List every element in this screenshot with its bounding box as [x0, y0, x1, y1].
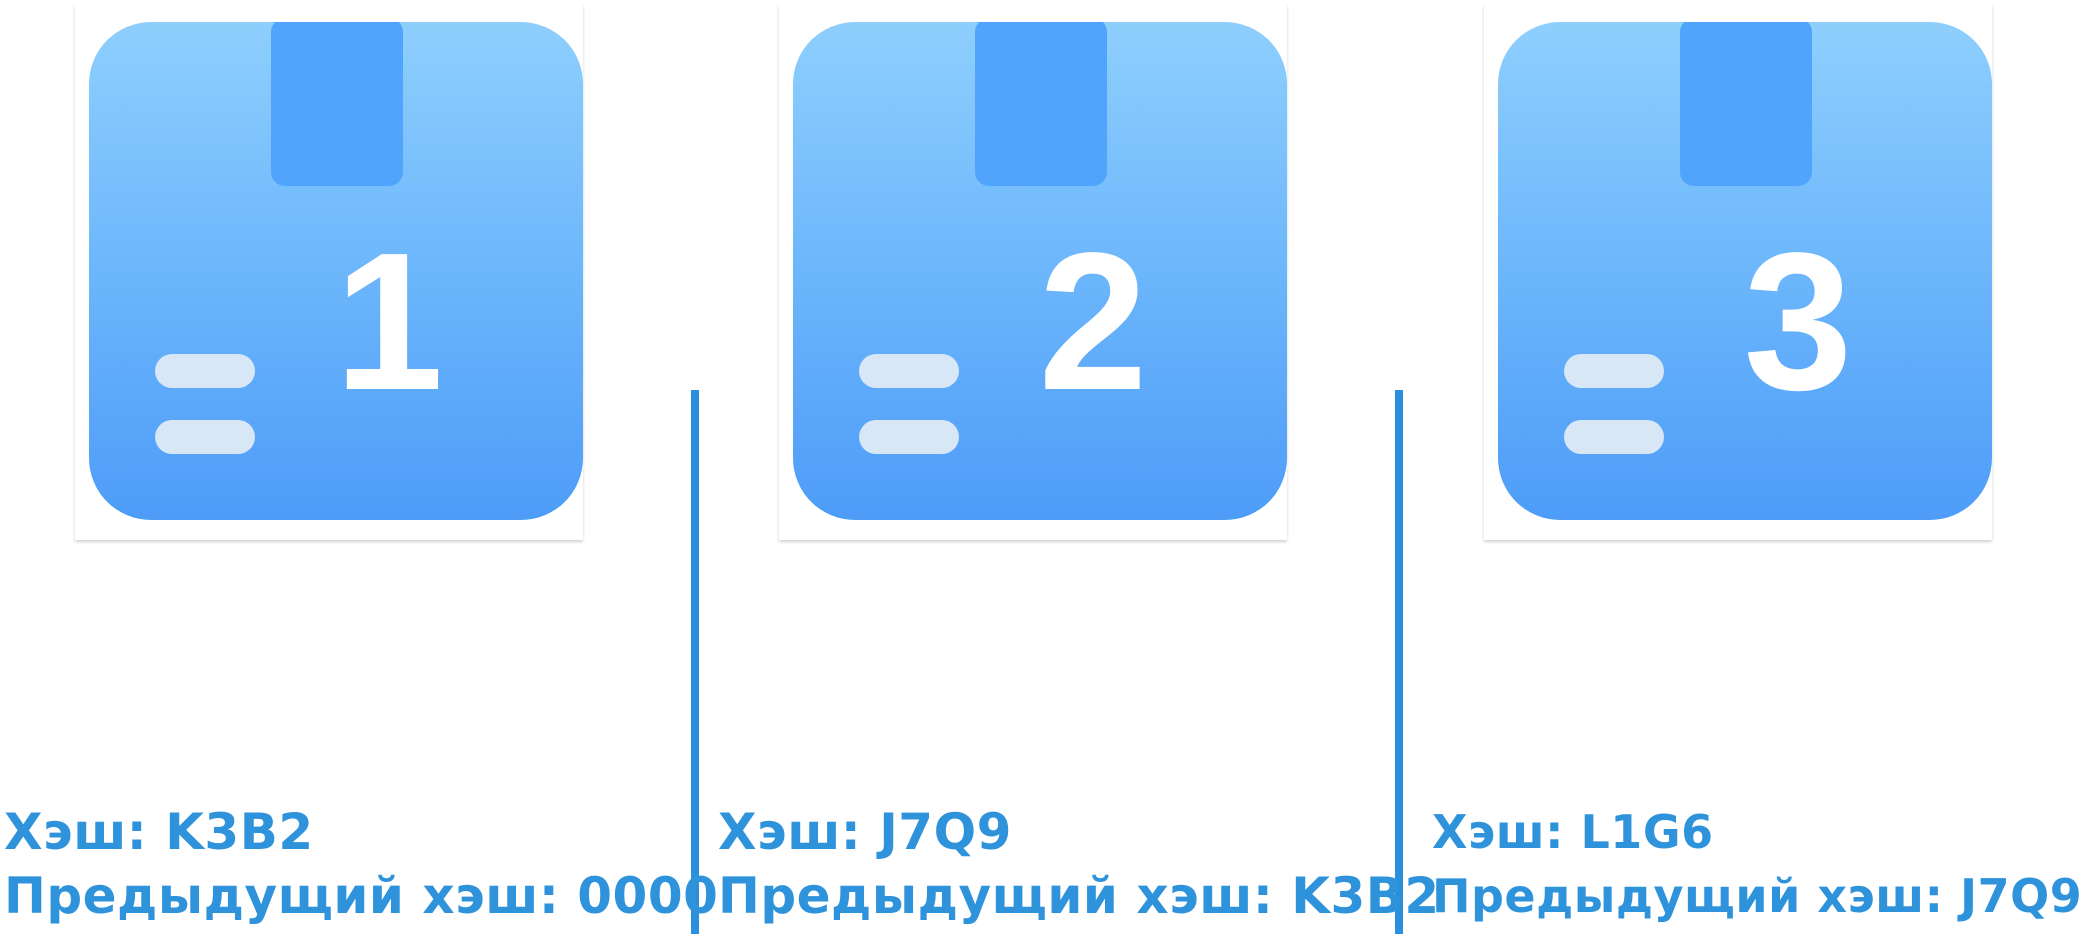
box-tab [975, 22, 1107, 186]
block-number: 1 [334, 212, 444, 431]
box-line [155, 420, 255, 454]
hash-label: Хэш: L1G6 [1432, 805, 1714, 859]
block-card-1: 1 [75, 4, 583, 540]
block-caption-1: Хэш: K3B2 Предыдущий хэш: 0000 [4, 800, 718, 928]
block-card-3: 3 [1484, 4, 1992, 540]
package-box-icon: 1 [89, 22, 583, 520]
box-line [1564, 420, 1664, 454]
block-number: 3 [1743, 212, 1853, 431]
block-card-2: 2 [779, 4, 1287, 540]
previous-hash-label: Предыдущий хэш: K3B2 [718, 867, 1440, 925]
block-caption-2: Хэш: J7Q9 Предыдущий хэш: K3B2 [718, 800, 1440, 928]
hash-label: Хэш: K3B2 [4, 803, 314, 861]
box-line [859, 354, 959, 388]
box-line [859, 420, 959, 454]
hash-label: Хэш: J7Q9 [718, 803, 1012, 861]
box-line [155, 354, 255, 388]
chain-divider [1395, 390, 1403, 934]
previous-hash-label: Предыдущий хэш: 0000 [4, 867, 719, 925]
package-box-icon: 2 [793, 22, 1287, 520]
block-number: 2 [1038, 212, 1148, 431]
previous-hash-label: Предыдущий хэш: J7Q9 [1432, 869, 2083, 923]
box-tab [1680, 22, 1812, 186]
package-box-icon: 3 [1498, 22, 1992, 520]
box-line [1564, 354, 1664, 388]
block-caption-3: Хэш: L1G6 Предыдущий хэш: J7Q9 [1432, 800, 2082, 928]
chain-divider [691, 390, 699, 934]
box-tab [271, 22, 403, 186]
